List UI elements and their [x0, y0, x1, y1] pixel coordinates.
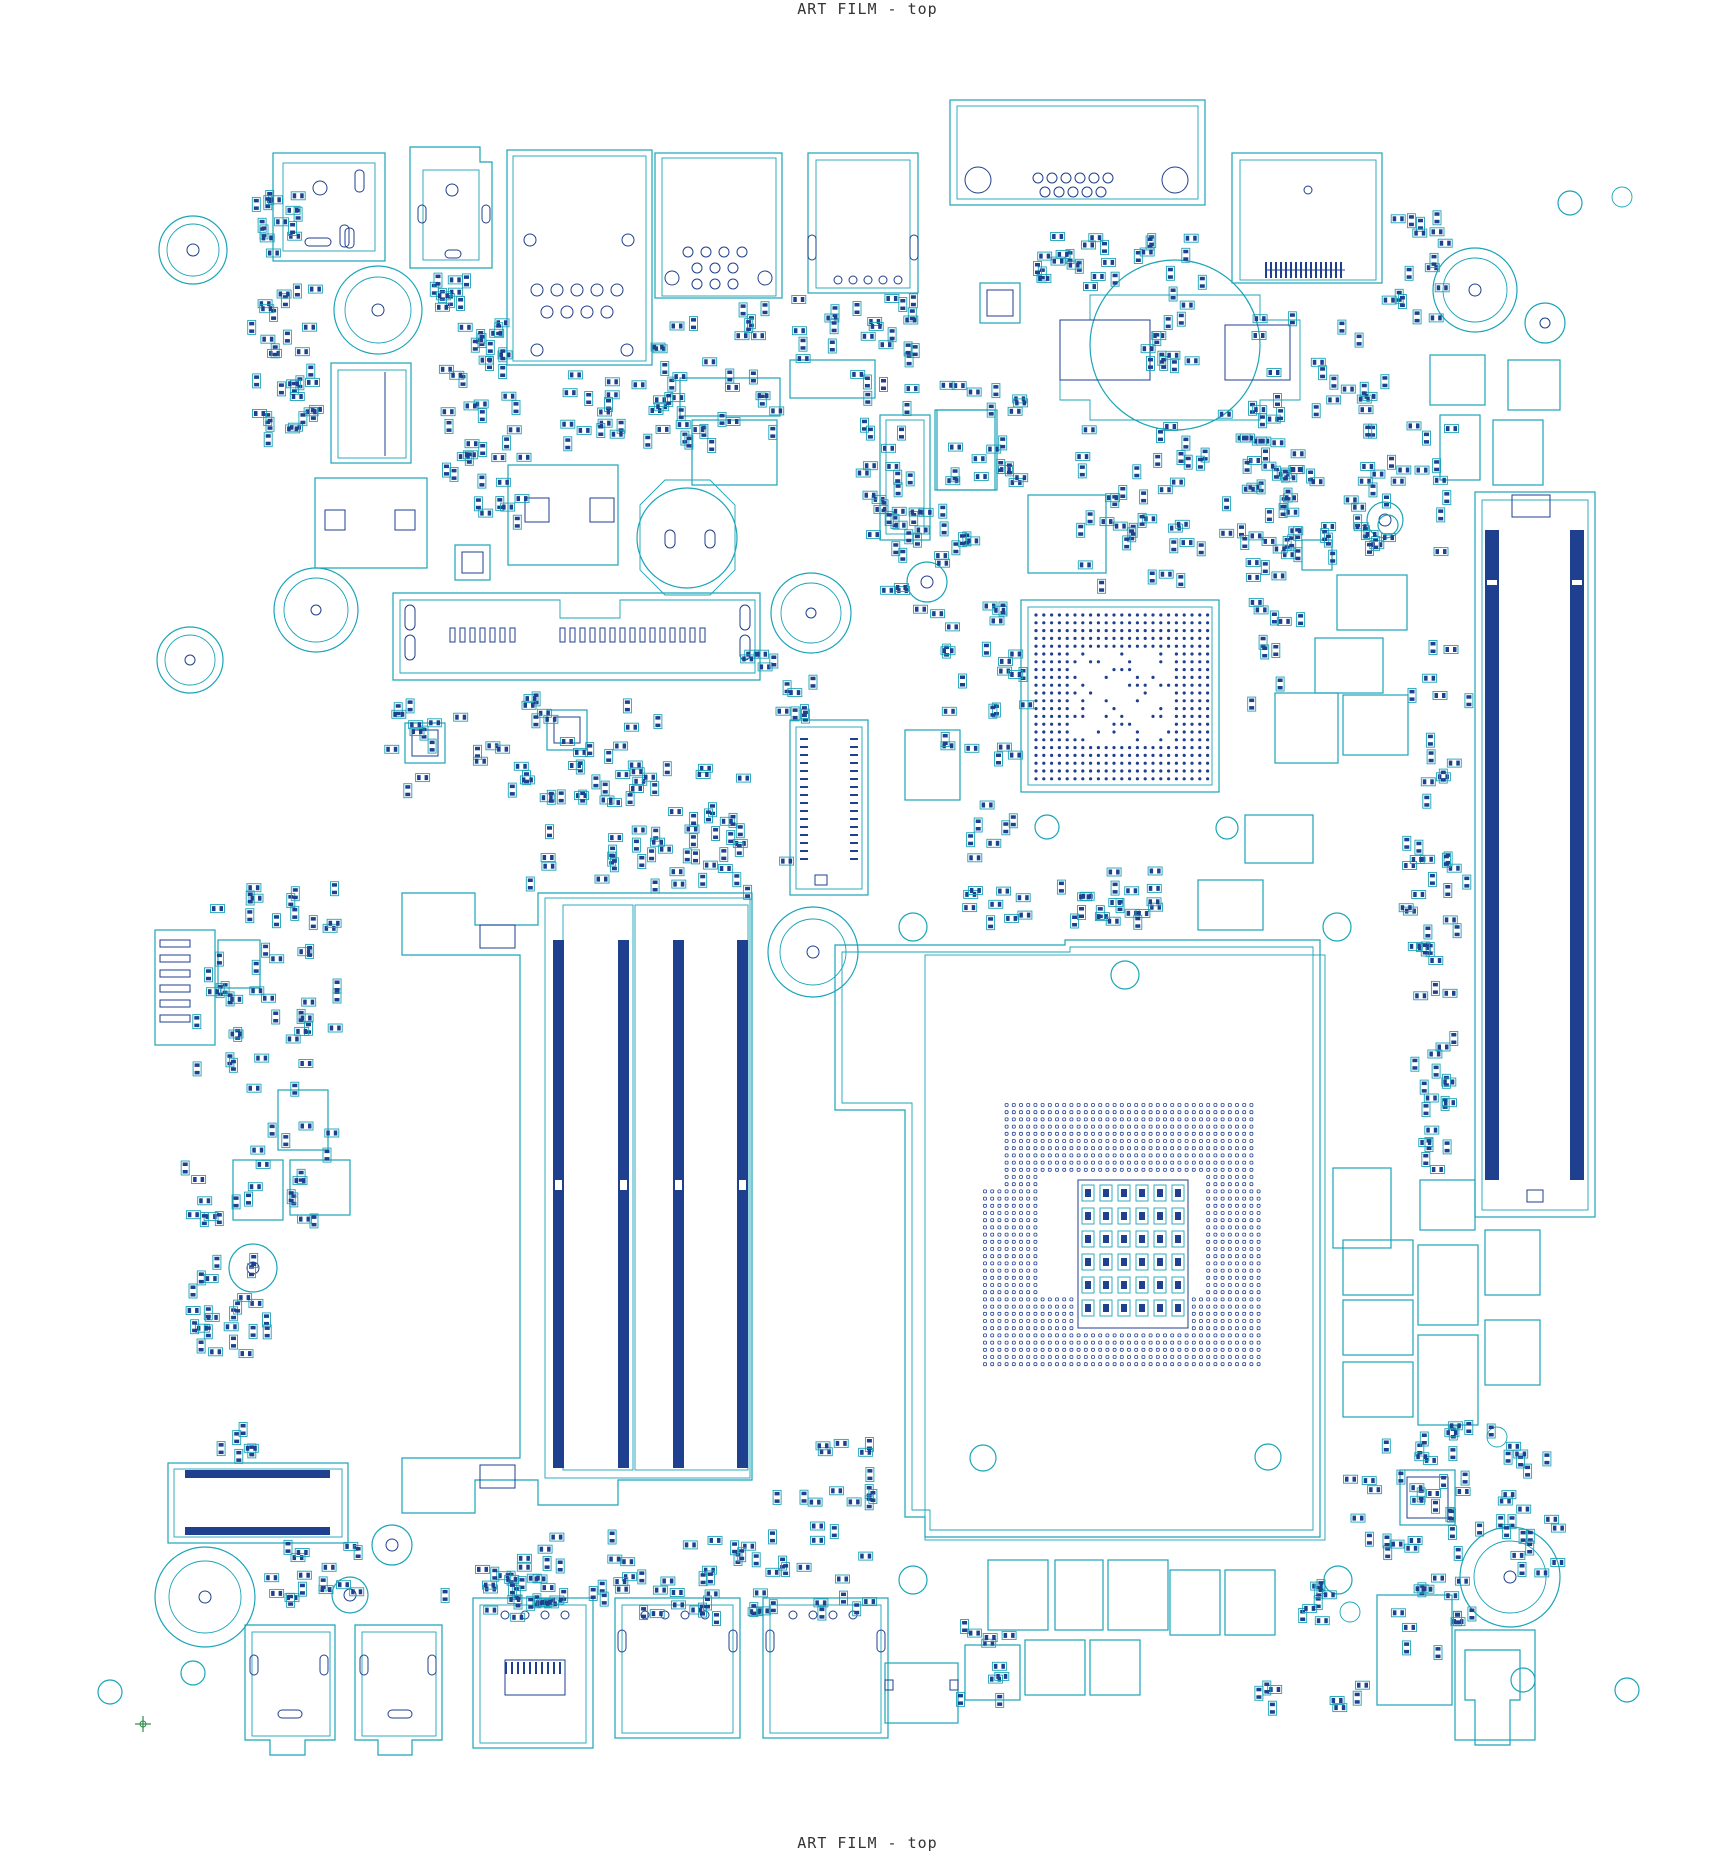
- power-stage-upper-right: [904, 354, 1561, 931]
- connector-usb-bottom-1: [614, 1597, 741, 1739]
- film-title-top: ART FILM - top: [797, 0, 938, 18]
- fpc-connector-mid: [789, 719, 869, 896]
- connector-hdmi-top-right: [1231, 152, 1383, 284]
- power-stage-bottom: [964, 1559, 1276, 1701]
- connector-block-left-upper: [330, 362, 412, 464]
- connector-bottom-right: [1376, 1594, 1536, 1746]
- connector-round-power: [636, 479, 738, 596]
- cpu-socket: [834, 939, 1326, 1541]
- connector-left-side: [154, 929, 261, 1046]
- fpc-connector-lower-left: [167, 1462, 349, 1544]
- passive-components: [180, 190, 1566, 1716]
- component-block-left-mid: [314, 464, 619, 569]
- connector-audio-bottom-left: [244, 1624, 336, 1756]
- connector-rj45-lan: [506, 149, 653, 366]
- sodimm-slots: [401, 892, 753, 1514]
- connector-audio-bottom-right: [354, 1624, 443, 1756]
- film-title-bottom: ART FILM - top: [797, 1834, 938, 1852]
- connector-hdmi-bottom: [472, 1597, 594, 1749]
- connector-top-left-jack: [272, 152, 386, 262]
- connector-dvi-top: [949, 99, 1206, 206]
- power-stage-right: [1332, 1167, 1541, 1426]
- pcie-slot: [1474, 491, 1596, 1218]
- connector-vga-left: [654, 152, 783, 299]
- battery-holder: [1059, 259, 1301, 431]
- qfn-chips: [404, 282, 1456, 1526]
- connector-vga-right: [807, 152, 919, 294]
- bga-chip-upper: [1020, 599, 1220, 793]
- connector-sata-horizontal: [392, 592, 761, 681]
- connector-small-bottom: [884, 1662, 959, 1724]
- fiducial-mark: [135, 1716, 151, 1732]
- connector-audio-jack-top: [409, 146, 493, 269]
